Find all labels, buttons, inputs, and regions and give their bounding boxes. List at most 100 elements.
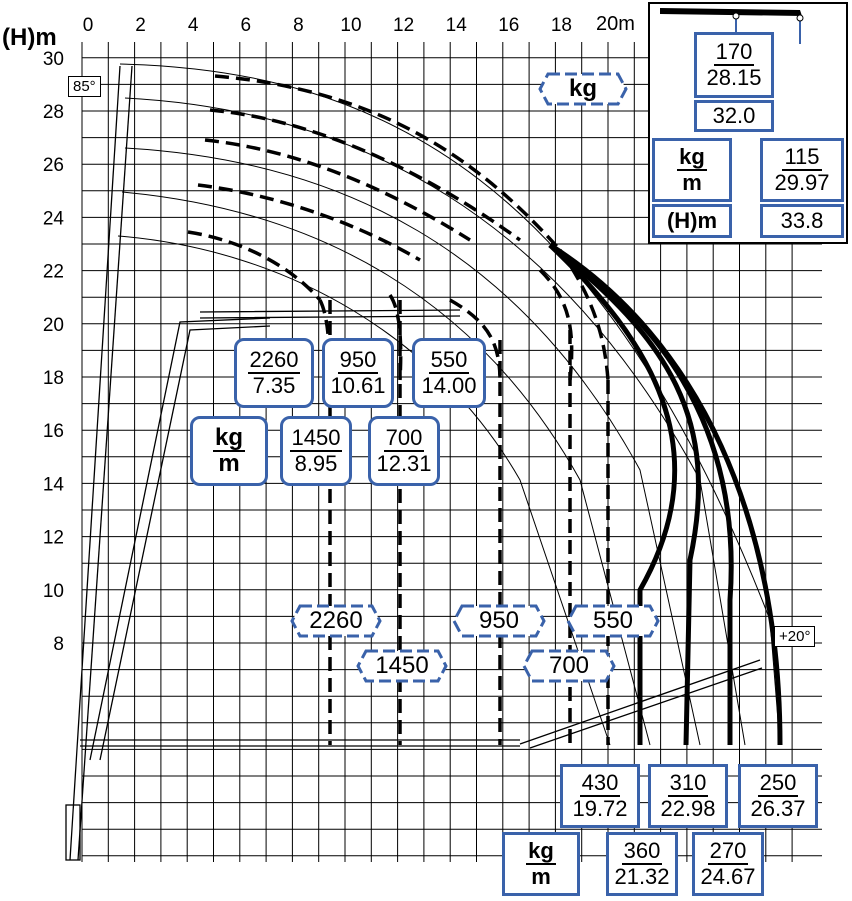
load-curve	[197, 183, 421, 262]
x-axis-unit: 20m	[596, 13, 635, 35]
tag-950: 950	[452, 604, 546, 638]
load-curve	[388, 294, 403, 381]
boom-vertical	[69, 65, 121, 861]
load-kg: 310	[667, 770, 709, 797]
load-reach: 10.61	[330, 373, 386, 398]
crane-drawing	[65, 65, 763, 861]
y-tick-label: 18	[43, 368, 64, 389]
load-kg: 2260	[247, 347, 301, 374]
inset-load-m: 28.15	[706, 65, 762, 90]
load-box-430: 430 19.72	[560, 764, 640, 828]
legend-box-upper: kg m	[190, 416, 268, 486]
load-curve-solid	[548, 243, 701, 746]
inset-legend-m: m	[682, 170, 702, 195]
load-reach: 24.67	[700, 864, 756, 889]
reach-arc	[121, 191, 651, 746]
x-tick-label: 6	[241, 15, 252, 36]
x-tick-label: 12	[393, 15, 414, 36]
legend-box-lower: kg m	[502, 832, 580, 896]
tag-550: 550	[566, 604, 660, 638]
inset-legend-box: kg m	[652, 138, 732, 202]
load-reach: 22.98	[660, 796, 716, 821]
load-lines	[187, 74, 783, 746]
load-reach: 14.00	[421, 373, 477, 398]
legend-m: m	[531, 864, 551, 889]
load-box-2260: 2260 7.35	[234, 338, 314, 408]
inset-load2-kg: 115	[782, 144, 822, 171]
boom-low	[80, 739, 520, 747]
x-tick-label: 16	[498, 15, 519, 36]
load-kg: 250	[757, 770, 799, 797]
tag-label: 2260	[309, 607, 363, 634]
load-curve-solid	[548, 242, 783, 746]
reach-arc	[124, 147, 701, 746]
y-tick-label: 24	[43, 208, 65, 229]
load-box-250: 250 26.37	[738, 764, 818, 828]
inset-height-value: 32.0	[712, 103, 756, 128]
load-reach: 7.35	[252, 373, 296, 398]
load-box-950: 950 10.61	[322, 338, 394, 408]
inset-legend-kg: kg	[677, 144, 707, 171]
y-tick-label: 20	[43, 315, 64, 336]
y-tick-label: 10	[43, 581, 64, 602]
inset-height2-box: 33.8	[760, 204, 844, 238]
load-kg: 1450	[289, 425, 343, 452]
y-tick-label: 16	[43, 421, 64, 442]
tag-label: 700	[548, 652, 590, 679]
inset-load-box: 170 28.15	[694, 32, 774, 98]
inset-load2-m: 29.97	[774, 170, 830, 195]
inset-h-legend: (H)m	[666, 208, 718, 233]
inset-load-kg: 170	[713, 39, 755, 66]
y-axis-unit: (H)m	[2, 24, 57, 51]
load-kg: 550	[428, 347, 470, 374]
load-curve	[449, 298, 502, 381]
max-angle-label: 85°	[68, 76, 101, 97]
load-box-360: 360 21.32	[606, 832, 678, 896]
load-kg: 430	[579, 770, 621, 797]
x-tick-label: 4	[188, 15, 199, 36]
tag-label: 950	[478, 607, 520, 634]
load-kg: 360	[621, 838, 663, 865]
load-curve	[558, 248, 610, 381]
load-reach: 12.31	[376, 451, 432, 476]
inset-height-box: 32.0	[694, 100, 774, 132]
inset-h-legend-box: (H)m	[652, 204, 732, 238]
inset-height2-value: 33.8	[780, 208, 824, 233]
x-tick-label: 18	[551, 15, 572, 36]
load-box-550: 550 14.00	[412, 338, 486, 408]
load-kg: 700	[383, 425, 425, 452]
load-curve	[538, 268, 574, 381]
load-curve	[214, 74, 562, 252]
reach-arc	[124, 97, 746, 746]
tag-2260: 2260	[290, 604, 382, 638]
boom-vertical	[77, 65, 133, 861]
load-reach: 26.37	[750, 796, 806, 821]
crane-base	[65, 804, 81, 861]
x-tick-label: 0	[83, 15, 94, 36]
load-reach: 21.32	[614, 864, 670, 889]
tag-label: 550	[592, 607, 634, 634]
kg-legend-label: kg	[568, 75, 597, 102]
load-reach: 8.95	[294, 451, 338, 476]
legend-m: m	[218, 450, 240, 477]
load-kg: 950	[337, 347, 379, 374]
load-box-310: 310 22.98	[648, 764, 728, 828]
min-angle-label: +20°	[774, 626, 816, 647]
boom-angle	[519, 659, 763, 749]
kg-legend-tag: kg	[538, 72, 628, 106]
tag-1450: 1450	[356, 649, 448, 683]
load-box-700: 700 12.31	[368, 416, 440, 486]
legend-kg: kg	[212, 424, 245, 452]
x-tick-label: 10	[340, 15, 361, 36]
load-box-270: 270 24.67	[692, 832, 764, 896]
inset-load2-box: 115 29.97	[760, 138, 844, 202]
load-kg: 270	[707, 838, 749, 865]
reach-arc	[119, 63, 781, 746]
y-tick-label: 14	[43, 474, 65, 495]
tag-label: 1450	[375, 652, 429, 679]
x-tick-label: 14	[446, 15, 468, 36]
y-tick-label: 8	[53, 634, 64, 655]
tag-700: 700	[522, 649, 616, 683]
load-curve	[209, 108, 522, 242]
